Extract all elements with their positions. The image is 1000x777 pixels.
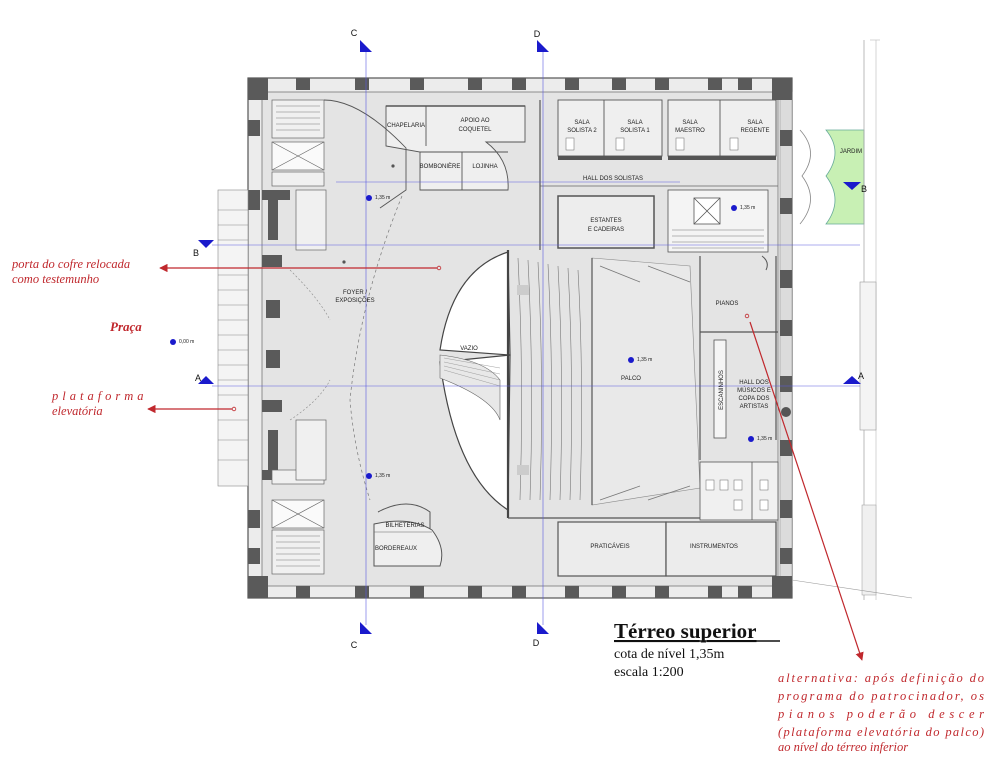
room-jardim: JARDIM xyxy=(840,149,862,155)
entrance-stairs xyxy=(217,189,249,487)
escaninhos-cabinet xyxy=(713,339,727,439)
pianos-arrow xyxy=(749,321,864,661)
room-apoio-2: COQUETEL xyxy=(458,127,492,133)
room-bilheterias: BILHETERIAS xyxy=(385,523,424,529)
top-left-rooms xyxy=(385,105,526,191)
section-a-left-marker xyxy=(198,376,214,384)
estantes-room xyxy=(557,195,655,249)
level-label-3: 1,35 m xyxy=(637,357,652,363)
room-solista2-2: SOLISTA 2 xyxy=(567,128,597,134)
room-regente-2: REGENTE xyxy=(740,128,769,134)
section-b-right-marker xyxy=(843,182,861,190)
section-c-top-marker xyxy=(360,40,372,52)
level-label-5: 1,35 m xyxy=(375,473,390,479)
soloist-rooms xyxy=(557,99,777,157)
section-d-bottom-marker xyxy=(537,622,549,634)
section-d-bottom: D xyxy=(533,638,540,648)
section-a-left: A xyxy=(195,373,201,383)
title-block: Térreo superior cota de nível 1,35m esca… xyxy=(614,619,780,680)
section-letters: C D C D B B A A xyxy=(193,28,867,650)
section-markers xyxy=(198,40,861,634)
room-bordereaux: BORDEREAUX xyxy=(375,546,417,552)
section-lines xyxy=(212,50,860,625)
level-labels: 1,35 m 1,35 m 1,35 m 1,35 m 1,35 m 0,00 … xyxy=(179,195,772,479)
annotation-porta-line2: como testemunho xyxy=(12,272,99,286)
annotation-plataforma-line2: elevatória xyxy=(52,404,103,418)
level-label-1: 1,35 m xyxy=(375,195,390,201)
annotation-alt-line5: ao nível do térreo inferior xyxy=(778,740,908,754)
section-b-left-marker xyxy=(198,240,214,248)
room-maestro-1: SALA xyxy=(682,120,697,126)
bottom-rooms xyxy=(557,521,777,577)
plan-level: cota de nível 1,35m xyxy=(614,647,725,662)
room-hall-musicos-4: ARTISTAS xyxy=(740,404,769,410)
room-foyer-2: EXPOSIÇÕES xyxy=(335,297,374,304)
level-markers xyxy=(170,195,754,479)
room-solista1-2: SOLISTA 1 xyxy=(620,128,650,134)
annotation-alt-line4: (plataforma elevatória do palco) xyxy=(778,725,984,739)
section-a-right: A xyxy=(858,371,864,381)
section-c-top: C xyxy=(351,28,358,38)
room-labels: CHAPELARIA APOIO AO COQUETEL BOMBONIÈRE … xyxy=(335,118,862,552)
room-apoio-1: APOIO AO xyxy=(460,118,489,124)
section-b-right: B xyxy=(861,184,867,194)
annotation-porta-line1: porta do cofre relocada xyxy=(11,257,130,271)
room-hall-solistas: HALL DOS SOLISTAS xyxy=(583,176,643,182)
annotation-plataforma-line1: plataforma xyxy=(51,389,148,403)
section-a-right-marker xyxy=(843,376,861,384)
annotation-alt-line1: alternativa: após definição do xyxy=(778,671,984,685)
annotation-praca: Praça xyxy=(110,319,142,334)
room-vazio: VAZIO xyxy=(460,346,478,352)
room-regente-1: SALA xyxy=(747,120,762,126)
section-d-top: D xyxy=(534,29,541,39)
level-label-2: 1,35 m xyxy=(740,205,755,211)
room-escaninhos: ESCANINHOS xyxy=(719,370,725,410)
perimeter-columns xyxy=(248,78,792,598)
room-lojinha: LOJINHA xyxy=(472,164,497,170)
section-c-bottom-marker xyxy=(360,622,372,634)
room-praticaveis: PRATICÁVEIS xyxy=(590,543,629,550)
room-hall-musicos-3: COPA DOS xyxy=(739,396,770,402)
section-c-bottom: C xyxy=(351,640,358,650)
room-palco: PALCO xyxy=(621,376,641,382)
annotation-alt-line3: pianos poderão descer xyxy=(777,707,984,721)
room-solista1-1: SALA xyxy=(627,120,642,126)
room-foyer-1: FOYER / xyxy=(343,290,367,296)
seating xyxy=(517,257,582,501)
room-solista2-1: SALA xyxy=(574,120,589,126)
plan-title: Térreo superior xyxy=(614,619,757,643)
room-bomboniere: BOMBONIÈRE xyxy=(420,163,461,170)
section-b-left: B xyxy=(193,248,199,258)
left-service-core xyxy=(271,99,327,575)
room-hall-musicos-2: MÚSICOS E xyxy=(737,387,771,394)
room-hall-musicos-1: HALL DOS xyxy=(739,380,768,386)
room-estantes-1: ESTANTES xyxy=(590,218,621,224)
garden xyxy=(825,129,865,225)
annotations: porta do cofre relocada como testemunho … xyxy=(11,257,984,754)
stage xyxy=(591,257,701,506)
room-maestro-2: MAESTRO xyxy=(675,128,705,134)
right-stair-core xyxy=(667,189,769,253)
room-estantes-2: E CADEIRAS xyxy=(588,227,624,233)
room-instrumentos: INSTRUMENTOS xyxy=(690,544,738,550)
section-d-top-marker xyxy=(537,40,549,52)
level-label-6: 0,00 m xyxy=(179,339,194,345)
room-chapelaria: CHAPELARIA xyxy=(387,123,425,129)
level-label-4: 1,35 m xyxy=(757,436,772,442)
plan-scale: escala 1:200 xyxy=(614,665,684,680)
void-upper xyxy=(439,251,511,356)
right-toilets xyxy=(699,461,779,521)
room-pianos: PIANOS xyxy=(716,301,739,307)
annotation-alt-line2: programa do patrocinador, os xyxy=(777,689,984,703)
